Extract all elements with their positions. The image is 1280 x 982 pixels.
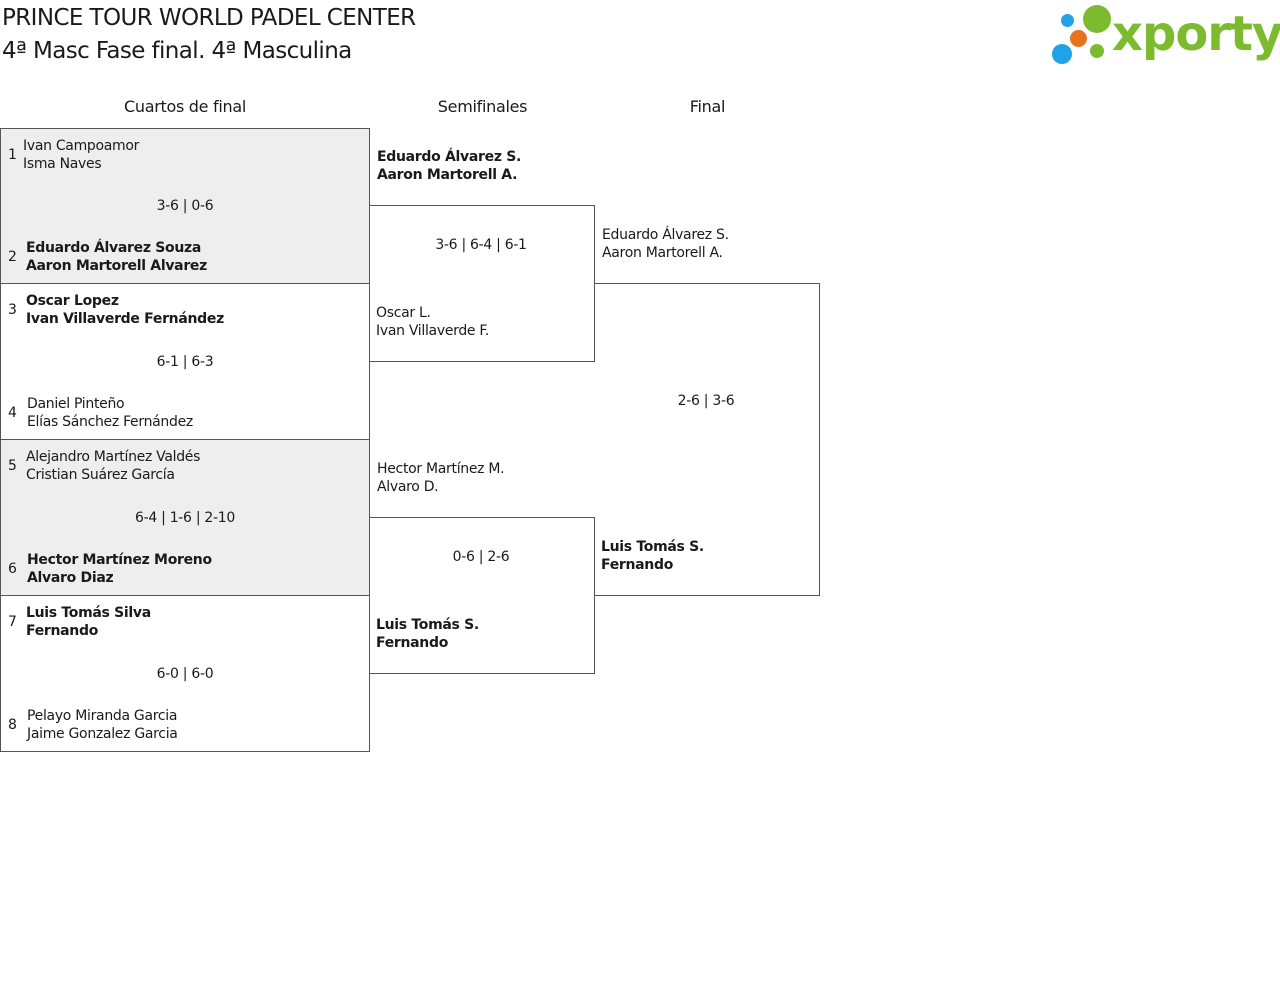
player-name: Ivan Villaverde F. bbox=[376, 323, 490, 339]
match-score: 6-0 | 6-0 bbox=[156, 666, 214, 682]
player-name: Fernando bbox=[26, 623, 99, 639]
semifinal-match-2[interactable]: 0-6 | 2-6 Luis Tomás S. Fernando bbox=[369, 517, 595, 674]
seed-number: 3 bbox=[8, 302, 17, 318]
match-score: 3-6 | 6-4 | 6-1 bbox=[435, 237, 527, 253]
team-entry-winner[interactable]: Hector Martínez Moreno Alvaro Diaz bbox=[27, 551, 212, 587]
final-match[interactable]: 2-6 | 3-6 Luis Tomás S. Fernando bbox=[594, 283, 820, 596]
match-score: 6-1 | 6-3 bbox=[156, 354, 214, 370]
player-name: Eduardo Álvarez S. bbox=[602, 227, 729, 243]
final-bottom-team-winner[interactable]: Luis Tomás S. Fernando bbox=[601, 538, 704, 574]
xporty-logo[interactable]: xporty bbox=[1050, 4, 1280, 68]
match-score: 3-6 | 0-6 bbox=[156, 198, 214, 214]
player-name: Oscar Lopez bbox=[26, 293, 119, 309]
player-name: Hector Martínez Moreno bbox=[27, 552, 212, 568]
team-entry[interactable]: Alejandro Martínez Valdés Cristian Suáre… bbox=[26, 448, 200, 484]
team-entry[interactable]: Pelayo Miranda Garcia Jaime Gonzalez Gar… bbox=[27, 707, 178, 743]
player-name: Cristian Suárez García bbox=[26, 467, 175, 483]
player-name: Alvaro Diaz bbox=[27, 570, 114, 586]
player-name: Oscar L. bbox=[376, 305, 431, 321]
seed-number: 1 bbox=[8, 147, 17, 163]
match-score: 6-4 | 1-6 | 2-10 bbox=[135, 510, 235, 526]
round-header-semifinals: Semifinales bbox=[437, 97, 528, 116]
team-entry[interactable]: Ivan Campoamor Isma Naves bbox=[23, 137, 139, 173]
quarterfinal-match-4[interactable]: 7 Luis Tomás Silva Fernando 6-0 | 6-0 8 … bbox=[0, 595, 370, 752]
player-name: Ivan Villaverde Fernández bbox=[26, 311, 224, 327]
player-name: Daniel Pinteño bbox=[27, 396, 125, 412]
player-name: Pelayo Miranda Garcia bbox=[27, 708, 178, 724]
player-name: Ivan Campoamor bbox=[23, 138, 140, 154]
player-name: Aaron Martorell Alvarez bbox=[26, 258, 207, 274]
tournament-title: PRINCE TOUR WORLD PADEL CENTER bbox=[2, 5, 416, 31]
semifinal-2-top-team[interactable]: Hector Martínez M. Alvaro D. bbox=[377, 460, 505, 496]
semifinal-match-1[interactable]: 3-6 | 6-4 | 6-1 Oscar L. Ivan Villaverde… bbox=[369, 205, 595, 362]
quarterfinal-match-3[interactable]: 5 Alejandro Martínez Valdés Cristian Suá… bbox=[0, 439, 370, 596]
player-name: Fernando bbox=[376, 635, 449, 651]
player-name: Fernando bbox=[601, 557, 674, 573]
semifinal-2-bottom-team-winner[interactable]: Luis Tomás S. Fernando bbox=[376, 616, 479, 652]
seed-number: 8 bbox=[8, 717, 17, 733]
player-name: Alejandro Martínez Valdés bbox=[26, 449, 201, 465]
round-header-final: Final bbox=[689, 97, 726, 116]
player-name: Hector Martínez M. bbox=[377, 461, 505, 477]
player-name: Luis Tomás S. bbox=[376, 617, 479, 633]
logo-dot-green-icon bbox=[1083, 5, 1111, 33]
semifinal-1-bottom-team[interactable]: Oscar L. Ivan Villaverde F. bbox=[376, 304, 489, 340]
team-entry[interactable]: Daniel Pinteño Elías Sánchez Fernández bbox=[27, 395, 193, 431]
logo-dot-orange-icon bbox=[1070, 30, 1087, 47]
seed-number: 2 bbox=[8, 249, 17, 265]
player-name: Isma Naves bbox=[23, 156, 102, 172]
match-score: 2-6 | 3-6 bbox=[677, 393, 735, 409]
logo-dot-blue-small-icon bbox=[1061, 14, 1074, 27]
seed-number: 6 bbox=[8, 561, 17, 577]
logo-dot-blue-icon bbox=[1052, 44, 1072, 64]
team-entry-winner[interactable]: Oscar Lopez Ivan Villaverde Fernández bbox=[26, 292, 224, 328]
team-entry-winner[interactable]: Eduardo Álvarez Souza Aaron Martorell Al… bbox=[26, 239, 207, 275]
seed-number: 7 bbox=[8, 614, 17, 630]
player-name: Elías Sánchez Fernández bbox=[27, 414, 193, 430]
team-entry-winner[interactable]: Luis Tomás Silva Fernando bbox=[26, 604, 151, 640]
player-name: Eduardo Álvarez S. bbox=[377, 149, 522, 165]
logo-dot-green-small-icon bbox=[1090, 44, 1104, 58]
player-name: Eduardo Álvarez Souza bbox=[26, 240, 202, 256]
player-name: Jaime Gonzalez Garcia bbox=[27, 726, 178, 742]
seed-number: 4 bbox=[8, 405, 17, 421]
player-name: Aaron Martorell A. bbox=[602, 245, 723, 261]
quarterfinal-match-1[interactable]: 1 Ivan Campoamor Isma Naves 3-6 | 0-6 2 … bbox=[0, 128, 370, 284]
seed-number: 5 bbox=[8, 458, 17, 474]
match-score: 0-6 | 2-6 bbox=[452, 549, 510, 565]
logo-text: xporty bbox=[1112, 6, 1280, 62]
player-name: Luis Tomás S. bbox=[601, 539, 704, 555]
semifinal-1-top-team-winner[interactable]: Eduardo Álvarez S. Aaron Martorell A. bbox=[377, 148, 521, 184]
player-name: Luis Tomás Silva bbox=[26, 605, 151, 621]
category-subtitle: 4ª Masc Fase final. 4ª Masculina bbox=[2, 38, 352, 64]
player-name: Aaron Martorell A. bbox=[377, 167, 518, 183]
round-header-quarterfinals: Cuartos de final bbox=[124, 97, 246, 116]
quarterfinal-match-2[interactable]: 3 Oscar Lopez Ivan Villaverde Fernández … bbox=[0, 283, 370, 440]
final-top-team[interactable]: Eduardo Álvarez S. Aaron Martorell A. bbox=[602, 226, 729, 262]
player-name: Alvaro D. bbox=[377, 479, 439, 495]
